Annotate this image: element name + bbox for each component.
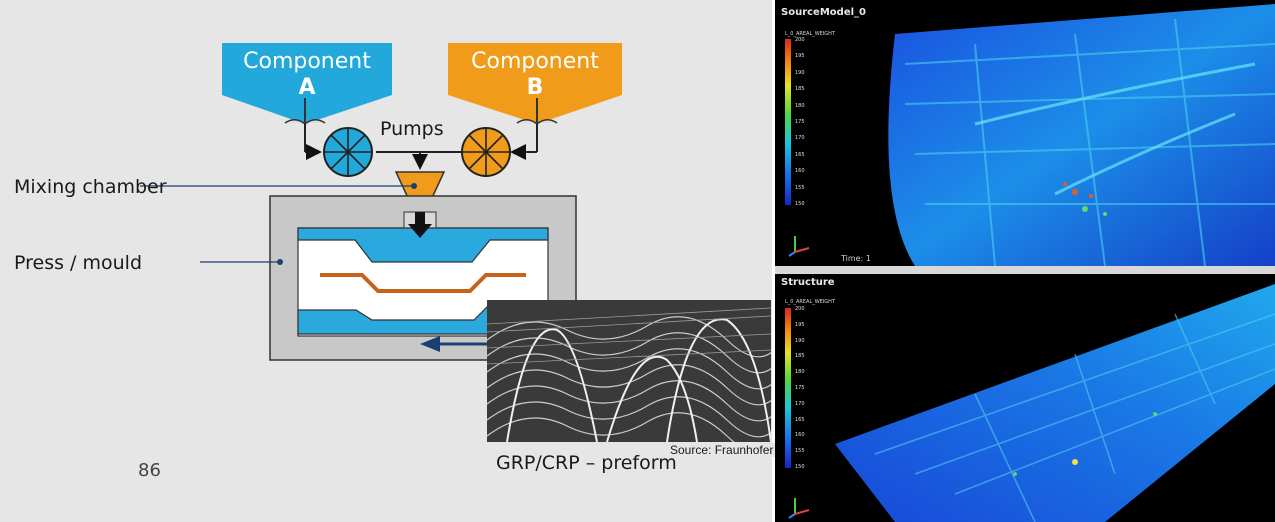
piping-lines bbox=[304, 124, 538, 170]
component-a-letter: A bbox=[298, 75, 316, 100]
component-a-label: Component A bbox=[222, 49, 392, 101]
bottom-legend-tick: 190 bbox=[795, 337, 805, 344]
page-number: 86 bbox=[138, 460, 161, 481]
bottom-legend-tick: 185 bbox=[795, 353, 805, 360]
bottom-legend-tick: 195 bbox=[795, 321, 805, 328]
rtm-process-diagram bbox=[140, 43, 622, 361]
top-panel-title: SourceModel_0 bbox=[781, 7, 866, 18]
component-b-label: Component B bbox=[448, 49, 622, 101]
preform-photo bbox=[487, 300, 771, 442]
component-b-letter: B bbox=[526, 75, 544, 100]
pump-a-icon bbox=[323, 127, 373, 177]
top-legend-tick: 175 bbox=[795, 118, 805, 125]
press-marker bbox=[277, 259, 283, 265]
top-legend-tick: 185 bbox=[795, 86, 805, 93]
preform-layer bbox=[320, 273, 526, 293]
mixing-chamber-label: Mixing chamber bbox=[14, 176, 167, 198]
bottom-legend-tick: 160 bbox=[795, 432, 805, 439]
component-b-name: Component bbox=[471, 49, 599, 74]
mixing-chamber-marker bbox=[411, 183, 417, 189]
bottom-legend-tick: 155 bbox=[795, 448, 805, 455]
simulation-panel-top: SourceModel_0 L_0_AREAL_WEIGHT 200 195 1… bbox=[775, 4, 1275, 266]
component-a-tank bbox=[222, 43, 392, 124]
bottom-legend-title: L_0_AREAL_WEIGHT bbox=[785, 299, 835, 305]
top-legend-tick: 195 bbox=[795, 53, 805, 60]
insert-preform-arrow bbox=[420, 336, 496, 352]
mixing-chamber bbox=[394, 171, 446, 199]
top-legend-tick: 160 bbox=[795, 168, 805, 175]
bottom-legend-colorbar bbox=[785, 308, 791, 468]
mould-upper-half bbox=[297, 227, 549, 263]
top-axes-triad-icon bbox=[788, 236, 810, 257]
bottom-legend-ticks: 200 195 190 185 180 175 170 165 160 155 … bbox=[795, 306, 805, 470]
bottom-legend-tick: 170 bbox=[795, 400, 805, 407]
bottom-legend-tick: 150 bbox=[795, 463, 805, 470]
top-time-label: Time: 1 bbox=[841, 254, 871, 263]
bottom-legend-tick: 200 bbox=[795, 306, 805, 312]
component-b-tank bbox=[448, 43, 622, 124]
bottom-legend-tick: 165 bbox=[795, 416, 805, 423]
top-legend-tick: 165 bbox=[795, 151, 805, 158]
simulation-render-top bbox=[888, 4, 1275, 266]
top-legend-colorbar bbox=[785, 39, 791, 205]
top-legend-ticks: 200 195 190 185 180 175 170 165 160 155 … bbox=[795, 37, 805, 207]
pumps-label: Pumps bbox=[380, 118, 444, 140]
preform-label: GRP/CRP – preform bbox=[496, 452, 677, 474]
simulation-render-bottom bbox=[835, 284, 1275, 522]
source-credit: Source: Fraunhofer bbox=[668, 443, 776, 457]
top-legend-tick: 170 bbox=[795, 135, 805, 142]
press-mould-label: Press / mould bbox=[14, 252, 142, 274]
pump-b-icon bbox=[461, 127, 511, 177]
simulation-panels: SourceModel_0 L_0_AREAL_WEIGHT 200 195 1… bbox=[775, 0, 1275, 522]
top-legend-tick: 200 bbox=[795, 37, 805, 43]
bottom-axes-triad-icon bbox=[788, 498, 810, 519]
simulation-divider bbox=[775, 266, 1275, 274]
top-legend-tick: 155 bbox=[795, 184, 805, 191]
bottom-legend-tick: 180 bbox=[795, 369, 805, 376]
simulation-panel-bottom: Structure L_0_AREAL_WEIGHT 200 195 190 1… bbox=[775, 274, 1275, 522]
top-legend-tick: 150 bbox=[795, 200, 805, 207]
top-legend-title: L_0_AREAL_WEIGHT bbox=[785, 31, 835, 37]
leader-lines bbox=[140, 185, 414, 263]
injection-arrow bbox=[408, 212, 432, 238]
top-legend-tick: 190 bbox=[795, 69, 805, 76]
slide-panel: Component A Component B Pumps Mixing cha… bbox=[0, 0, 776, 522]
component-a-name: Component bbox=[243, 49, 371, 74]
top-legend-tick: 180 bbox=[795, 102, 805, 109]
bottom-panel-title: Structure bbox=[781, 277, 835, 288]
bottom-legend-tick: 175 bbox=[795, 384, 805, 391]
